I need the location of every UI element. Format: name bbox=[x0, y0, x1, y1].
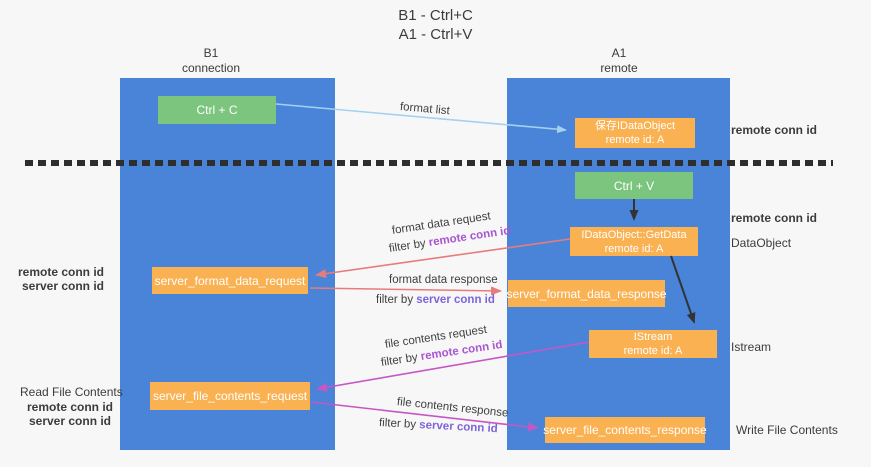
save-idataobject-line1: 保存IDataObject bbox=[594, 120, 676, 132]
left-server-conn-id-label-1: server conn id bbox=[21, 279, 104, 293]
left-column-role: connection bbox=[181, 61, 241, 75]
file-contents-response-text: file contents response bbox=[396, 396, 509, 420]
filter-by-text: filter by bbox=[376, 294, 417, 306]
right-remote-conn-id-label-1: remote conn id bbox=[731, 123, 818, 137]
phase-separator-dashed-line bbox=[25, 160, 833, 166]
title-line-a1: A1 - Ctrl+V bbox=[398, 26, 473, 43]
server-file-contents-response-label: server_file_contents_response bbox=[543, 423, 707, 437]
server-format-data-request-label: server_format_data_request bbox=[154, 273, 306, 288]
ctrl-c-label: Ctrl + C bbox=[196, 103, 238, 117]
left-server-conn-id-label-2: server conn id bbox=[28, 414, 112, 428]
getdata-line1: IDataObject::GetData bbox=[581, 228, 687, 241]
ctrl-v-box: Ctrl + V bbox=[575, 172, 693, 199]
file-contents-response-label: file contents response bbox=[396, 396, 509, 420]
ctrl-v-label: Ctrl + V bbox=[613, 178, 655, 193]
server-conn-id-text: server conn id bbox=[418, 419, 499, 436]
title-line-b1: B1 - Ctrl+C bbox=[398, 7, 473, 24]
right-column-header: A1 remote bbox=[559, 46, 679, 76]
right-column-role: remote bbox=[600, 61, 638, 75]
file-contents-response-filter-label: filter by server conn id bbox=[379, 417, 498, 435]
left-conn-id-block-2: Read File Contents remote conn id server… bbox=[20, 385, 123, 428]
left-remote-conn-id-label-2: remote conn id bbox=[26, 400, 113, 414]
filter-by-text: filter by bbox=[380, 351, 422, 369]
server-file-contents-request-box: server_file_contents_request bbox=[150, 382, 310, 410]
istream-line2: remote id: A bbox=[623, 345, 683, 357]
server-file-contents-response-box: server_file_contents_response bbox=[543, 417, 707, 443]
istream-line1: IStream bbox=[633, 331, 673, 343]
left-conn-id-block-1: remote conn id server conn id bbox=[8, 265, 104, 293]
ctrl-c-box: Ctrl + C bbox=[158, 96, 276, 124]
save-idataobject-line2: remote id: A bbox=[605, 134, 665, 146]
format-list-text: format list bbox=[399, 101, 451, 118]
server-file-contents-request-label: server_file_contents_request bbox=[152, 389, 308, 403]
istream-box: IStream remote id: A bbox=[589, 330, 717, 358]
filter-by-text: filter by bbox=[388, 237, 430, 255]
server-conn-id-text: server conn id bbox=[416, 294, 495, 306]
left-remote-conn-id-label-1: remote conn id bbox=[17, 265, 104, 279]
idataobject-getdata-box: IDataObject::GetData remote id: A bbox=[570, 227, 698, 256]
istream-side-label: Istream bbox=[731, 340, 772, 354]
format-list-label: format list bbox=[399, 101, 450, 117]
format-data-response-text: format data response bbox=[389, 274, 498, 286]
server-format-data-request-box: server_format_data_request bbox=[152, 267, 308, 294]
format-data-response-filter-label: filter by server conn id bbox=[376, 294, 495, 306]
server-format-data-response-label: server_format_data_response bbox=[506, 286, 667, 301]
format-data-response-label: format data response bbox=[389, 274, 498, 286]
diagram-title: B1 - Ctrl+C A1 - Ctrl+V bbox=[0, 6, 871, 44]
save-idataobject-box: 保存IDataObject remote id: A bbox=[575, 118, 695, 148]
getdata-line2: remote id: A bbox=[604, 242, 664, 255]
left-column-header: B1 connection bbox=[151, 46, 271, 76]
read-file-contents-label: Read File Contents bbox=[20, 385, 123, 399]
dataobject-label: DataObject bbox=[731, 236, 792, 250]
arrow-format-data-response bbox=[309, 286, 502, 296]
left-column-name: B1 bbox=[203, 46, 219, 60]
right-column-name: A1 bbox=[611, 46, 627, 60]
server-format-data-response-box: server_format_data_response bbox=[506, 280, 667, 307]
filter-by-text: filter by bbox=[378, 417, 420, 432]
write-file-contents-label: Write File Contents bbox=[736, 423, 838, 437]
right-remote-conn-id-label-2: remote conn id bbox=[731, 211, 818, 225]
